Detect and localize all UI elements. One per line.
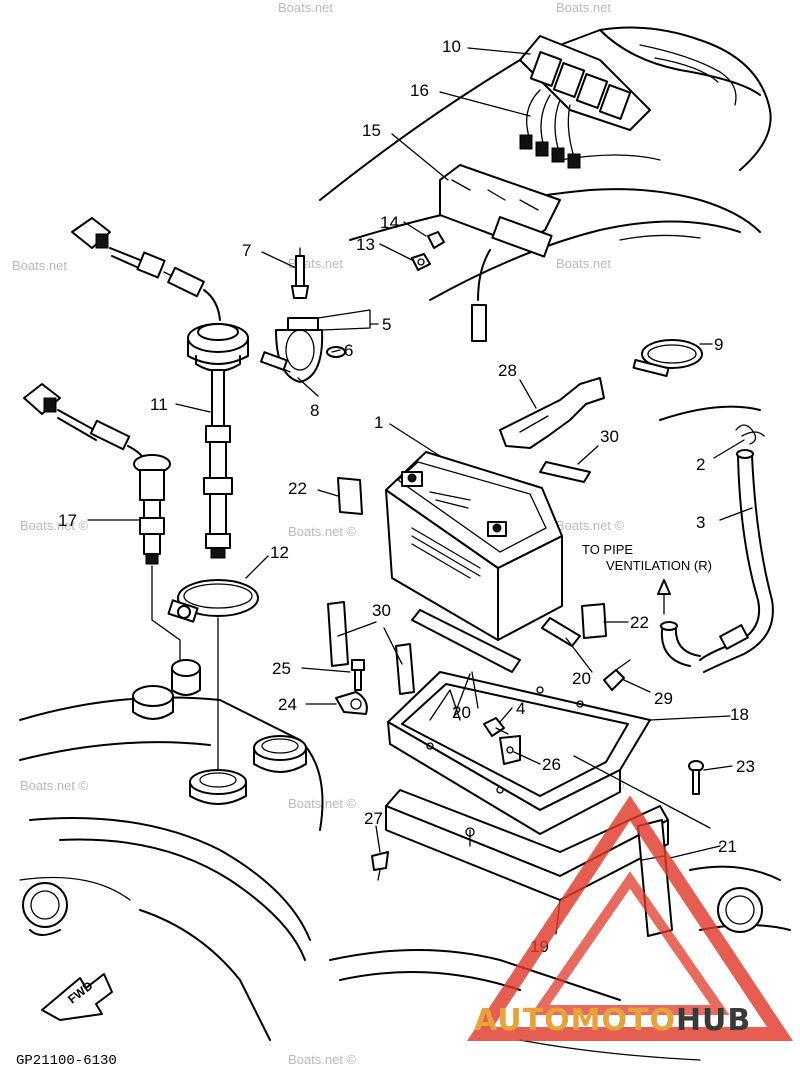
washer-6	[326, 346, 346, 358]
callout-29: 29	[654, 689, 673, 708]
callouts: 10 16 15 14 13 7 5 6 8 11 17 12 1 22 9 2…	[58, 37, 755, 956]
cable-band-5	[260, 317, 324, 383]
brand-logo: AUTOMOTOHUB	[466, 795, 794, 1041]
callout-22-left: 22	[288, 479, 307, 498]
callout-25: 25	[272, 659, 291, 678]
note-line-2: VENTILATION (R)	[606, 558, 712, 573]
meter-wire-harness	[519, 89, 581, 169]
callout-3: 3	[696, 513, 705, 532]
bracket-26	[499, 735, 521, 765]
brand-part1: AUTOMOTO	[474, 1003, 676, 1038]
warning-triangle-inner-icon	[530, 871, 730, 1015]
callout-8: 8	[310, 401, 319, 420]
hull-outline	[19, 26, 791, 1061]
clip-27	[371, 851, 389, 881]
callout-4: 4	[516, 699, 525, 718]
callout-9: 9	[714, 335, 723, 354]
callout-22-right: 22	[630, 613, 649, 632]
callout-13: 13	[356, 235, 375, 254]
callout-5: 5	[382, 315, 391, 334]
callout-20-right: 20	[572, 669, 591, 688]
callout-14: 14	[380, 213, 399, 232]
watermark: Boats.net ©	[288, 524, 357, 539]
pad-22-right	[581, 603, 607, 639]
watermark: Boats.net ©	[20, 518, 89, 533]
holder-28	[499, 377, 605, 449]
brand-part2: HUB	[676, 1003, 751, 1038]
callout-15: 15	[362, 121, 381, 140]
pad-22-left	[337, 477, 363, 515]
callout-26: 26	[542, 755, 561, 774]
callout-1: 1	[374, 413, 383, 432]
meter-assembly	[519, 35, 651, 131]
watermark: Boats.net	[278, 0, 333, 15]
fitting-29	[603, 659, 631, 691]
callout-6: 6	[344, 341, 353, 360]
callout-23: 23	[736, 757, 755, 776]
brand-wordmark: AUTOMOTOHUB	[474, 1003, 751, 1038]
bolt-7	[291, 247, 309, 299]
callout-7: 7	[242, 241, 251, 260]
fwd-arrow: FWD	[41, 973, 113, 1021]
clip-2	[735, 424, 765, 445]
warning-triangle-icon	[466, 795, 794, 1041]
diagram-code: GP21100-6130	[16, 1053, 117, 1069]
sensor-11	[203, 369, 233, 559]
callout-28: 28	[498, 361, 517, 380]
callout-18: 18	[730, 705, 749, 724]
callout-16: 16	[410, 81, 429, 100]
hose-3	[657, 449, 774, 673]
plate-20-a	[411, 609, 521, 673]
battery-1	[385, 451, 563, 641]
callout-17: 17	[58, 511, 77, 530]
watermark: Boats.net ©	[288, 1052, 357, 1067]
watermark: Boats.net ©	[556, 518, 625, 533]
callout-2: 2	[696, 455, 705, 474]
callout-24: 24	[278, 695, 297, 714]
deck-grommets	[132, 565, 307, 805]
plate-20-b	[541, 617, 581, 647]
meter-bracket	[439, 164, 561, 342]
callout-12: 12	[270, 543, 289, 562]
callout-30-top: 30	[600, 427, 619, 446]
callout-11: 11	[150, 395, 168, 414]
leader-lines	[87, 47, 753, 935]
bolt-25	[351, 659, 365, 691]
callout-30-left: 30	[372, 601, 391, 620]
sensor-17	[23, 383, 171, 565]
callout-27: 27	[364, 809, 383, 828]
band-9	[632, 339, 703, 377]
watermark: Boats.net	[12, 258, 67, 273]
pad-30-left	[327, 601, 415, 695]
nut-13	[411, 253, 431, 271]
callout-21: 21	[718, 837, 737, 856]
callout-10: 10	[442, 37, 461, 56]
pad-30-top	[539, 461, 591, 483]
bolt-4	[483, 717, 509, 737]
screw-14	[427, 231, 445, 249]
clamp-24	[335, 691, 368, 715]
screw-23	[688, 760, 704, 795]
sensor-lead-upper	[71, 217, 249, 372]
watermark: Boats.net ©	[20, 778, 89, 793]
note-line-1: TO PIPE	[582, 542, 633, 557]
watermark: Boats.net	[556, 256, 611, 271]
watermark: Boats.net	[556, 0, 611, 15]
hose-clamp-12	[167, 579, 259, 781]
callout-20-left: 20	[452, 703, 471, 722]
